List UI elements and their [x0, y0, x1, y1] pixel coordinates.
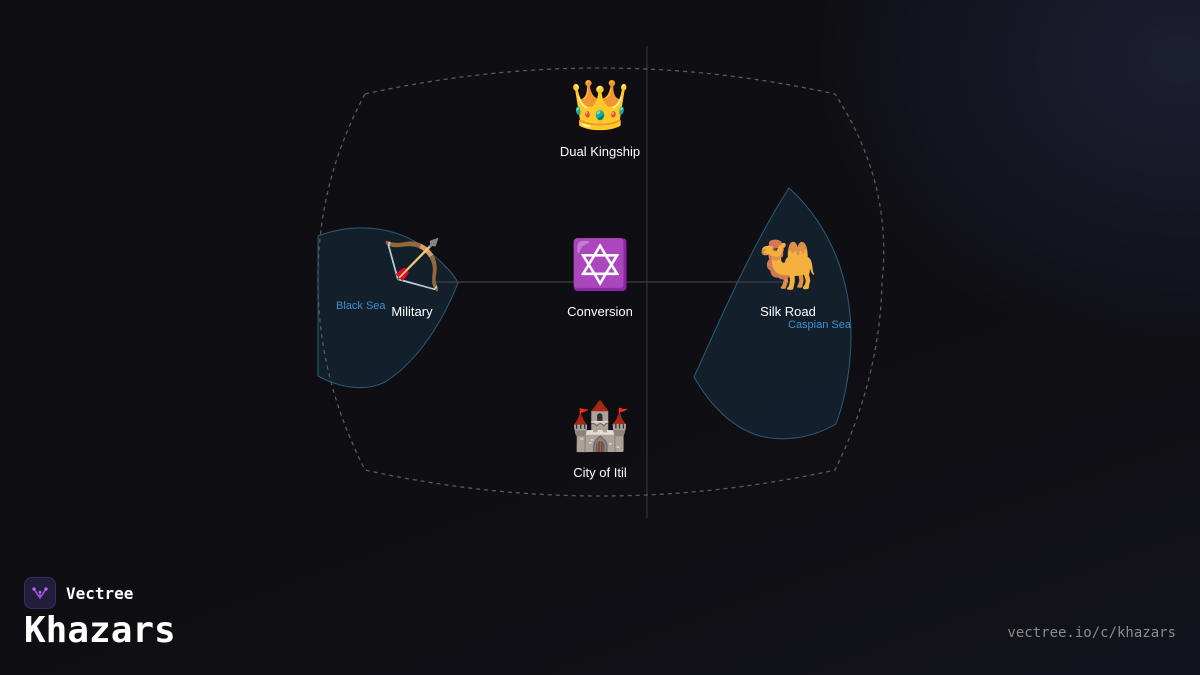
star-of-david-icon: ✡️	[570, 239, 630, 292]
page-title: Khazars	[24, 610, 176, 651]
brand-name: Vectree	[66, 583, 134, 603]
caspian-sea-region	[693, 187, 852, 440]
node-label: Military	[391, 304, 433, 319]
node-label: Conversion	[567, 304, 633, 319]
node-military[interactable]: 🏹 Military	[332, 238, 492, 319]
brand[interactable]: Vectree	[24, 577, 133, 609]
page-url[interactable]: vectree.io/c/khazars	[1007, 625, 1176, 641]
node-silk-road[interactable]: 🐫 Silk Road	[708, 238, 868, 319]
crown-icon: 👑	[570, 79, 630, 132]
black-sea-region	[317, 227, 459, 389]
node-label: Silk Road	[760, 304, 816, 319]
node-city-of-itil[interactable]: 🏰 City of Itil	[520, 399, 680, 480]
black-sea-label: Black Sea	[336, 300, 386, 312]
territory-boundary	[317, 67, 885, 497]
node-label: Dual Kingship	[559, 144, 641, 159]
node-label: City of Itil	[573, 465, 627, 480]
camel-icon: 🐫	[758, 239, 818, 292]
node-dual-kingship[interactable]: 👑 Dual Kingship	[520, 78, 680, 159]
bow-and-arrow-icon: 🏹	[382, 239, 442, 292]
node-conversion[interactable]: ✡️ Conversion	[520, 238, 680, 319]
vectree-logo-icon	[24, 577, 56, 609]
castle-icon: 🏰	[570, 400, 630, 453]
caspian-sea-label: Caspian Sea	[788, 319, 851, 331]
